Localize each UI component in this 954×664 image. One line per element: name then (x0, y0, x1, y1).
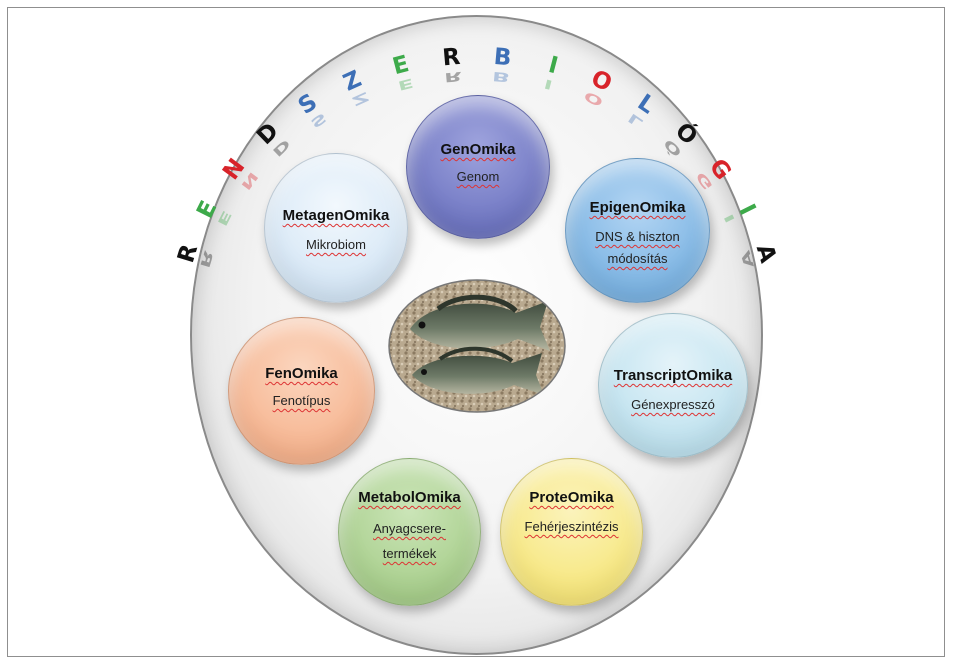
fish-photo (388, 279, 566, 413)
proteomika-title: ProteOmika (501, 489, 642, 506)
node-transcriptomika: TranscriptOmika Génexpresszó (598, 313, 748, 458)
metabolomika-subtitle-line1: Anyagcsere- (339, 518, 480, 539)
node-proteomika: ProteOmika Fehérjeszintézis (500, 458, 643, 606)
metagenomika-subtitle: Mikrobiom (265, 234, 407, 255)
node-fenomika: FenOmika Fenotípus (228, 317, 375, 465)
metabolomika-subtitle-line2: termékek (339, 543, 480, 564)
transcriptomika-subtitle: Génexpresszó (599, 394, 747, 415)
epigenomika-title: EpigenOmika (566, 199, 709, 216)
genomika-title: GenOmika (407, 141, 549, 158)
node-genomika: GenOmika Genom (406, 95, 550, 239)
metagenomika-title: MetagenOmika (265, 207, 407, 224)
metabolomika-title: MetabolOmika (339, 489, 480, 506)
fenomika-title: FenOmika (229, 365, 374, 382)
proteomika-subtitle: Fehérjeszintézis (501, 516, 642, 537)
genomika-subtitle: Genom (407, 166, 549, 187)
node-metabolomika: MetabolOmika Anyagcsere- termékek (338, 458, 481, 606)
fenomika-subtitle: Fenotípus (229, 390, 374, 411)
node-epigenomika: EpigenOmika DNS & hiszton módosítás (565, 158, 710, 303)
epigenomika-subtitle-line2: módosítás (566, 248, 709, 269)
epigenomika-subtitle-line1: DNS & hiszton (566, 226, 709, 247)
transcriptomika-title: TranscriptOmika (599, 367, 747, 384)
node-metagenomika: MetagenOmika Mikrobiom (264, 153, 408, 303)
